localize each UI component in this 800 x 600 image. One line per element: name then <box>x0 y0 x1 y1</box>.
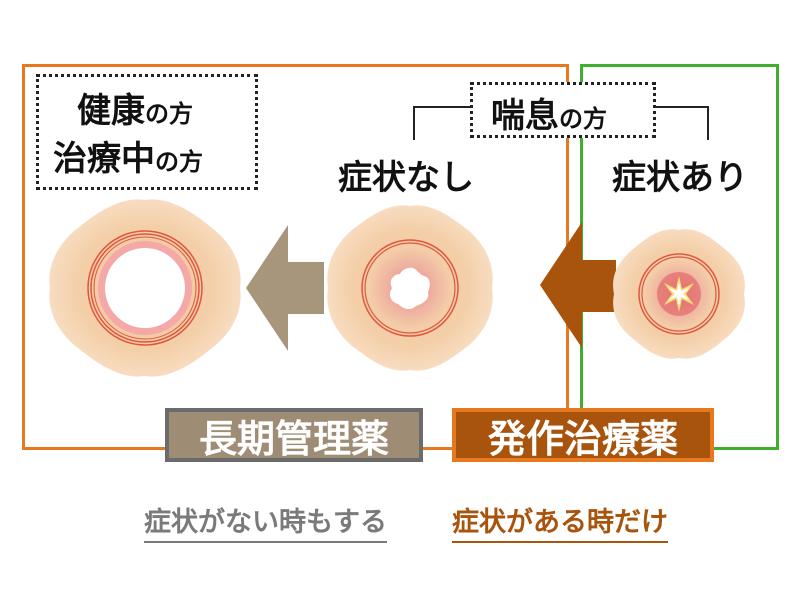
no-symptoms-label: 症状なし <box>338 158 474 198</box>
airway-healthy-icon <box>49 199 241 377</box>
airway-mild-icon <box>327 205 493 371</box>
healthy-label: 健康の方 <box>77 91 193 131</box>
asthma-label: 喘息の方 <box>491 96 607 136</box>
with-symptoms-label: 症状あり <box>612 158 748 198</box>
long-term-medicine-badge: 長期管理薬 <box>165 408 423 462</box>
long-term-note: 症状がない時もする <box>144 500 387 543</box>
arrow-left-icon <box>246 225 324 351</box>
healthy-person-box: 健康の方 治療中の方 <box>36 74 258 190</box>
asthma-person-box: 喘息の方 <box>470 82 656 138</box>
attack-note: 症状がある時だけ <box>452 500 668 543</box>
attack-medicine-badge: 発作治療薬 <box>452 408 714 462</box>
treating-label: 治療中の方 <box>53 139 203 179</box>
arrow-left-attack-icon <box>540 222 616 348</box>
airway-narrowed-icon <box>613 229 745 359</box>
